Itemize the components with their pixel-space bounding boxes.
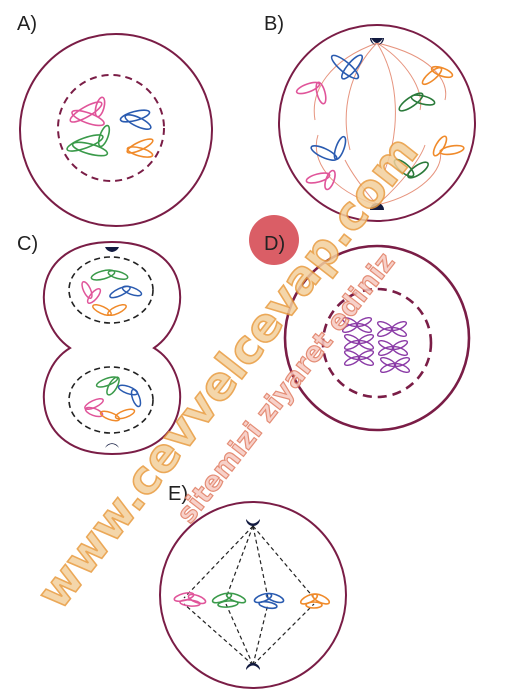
panel-b-label: B)	[264, 13, 284, 35]
panel-a-chromosome-orange	[126, 138, 154, 158]
panel-b-centrosome-top	[370, 38, 384, 45]
centrosome-icon	[370, 203, 384, 210]
panel-d-chromosome	[377, 339, 409, 357]
panel-b-chromosome-green-top	[398, 92, 436, 112]
panel-e-cell-membrane	[159, 501, 347, 689]
panel-d: D)	[249, 215, 471, 432]
panel-b-chromosome-pink-top	[295, 81, 327, 105]
panel-d-chromosome	[379, 356, 411, 374]
panel-c-top-chromosome-blue	[109, 285, 143, 299]
panel-a-label: A)	[17, 13, 37, 35]
panel-e-chromosome-green	[211, 592, 247, 608]
panel-a-nuclear-envelope	[57, 74, 165, 182]
panel-b-centrosome-bottom	[370, 203, 384, 210]
panel-c-nucleus-top	[68, 256, 154, 324]
panel-c-bottom-chromosome-green	[95, 376, 120, 396]
centrosome-icon	[246, 519, 260, 526]
panel-e-chromosome-pink	[173, 591, 207, 607]
panel-e: E)	[159, 483, 347, 689]
panel-d-highlight-dot	[249, 215, 299, 265]
panel-d-nuclear-envelope	[321, 287, 433, 399]
panel-c-top-chromosome-orange	[92, 303, 127, 317]
panel-d-chromosomes	[341, 316, 411, 374]
panel-b-cell-membrane	[278, 24, 476, 222]
panel-b-chromosome-orange-top	[421, 65, 454, 86]
panel-a: A)	[17, 13, 213, 227]
panel-a-chromosome-pink	[69, 96, 106, 127]
watermark-main-text: www.cevvelcevap.com	[26, 125, 428, 619]
panel-c-top-chromosome-green	[90, 269, 129, 281]
panel-b-chromosome-blue-top	[330, 54, 364, 80]
panel-b: B)	[264, 13, 476, 222]
centrosome-icon	[246, 663, 260, 670]
panel-a-cell-membrane	[19, 33, 213, 227]
panel-c-label: C)	[17, 233, 38, 255]
panel-c-bottom-chromosome-orange	[99, 408, 136, 422]
panel-b-chromosome-pink-bottom	[305, 169, 336, 191]
panel-d-chromosome	[376, 320, 408, 338]
panel-e-chromosome-blue	[253, 592, 285, 610]
panel-d-label: D)	[264, 233, 285, 255]
centrosome-icon	[370, 38, 384, 45]
panel-c: C)	[17, 233, 182, 456]
panel-c-dividing-cell-membrane	[42, 240, 182, 456]
panel-d-chromosome	[343, 349, 375, 367]
centrosome-icon	[105, 443, 119, 448]
panel-d-cell-membrane	[283, 244, 471, 432]
panel-c-top-chromosome-pink	[81, 280, 102, 305]
panel-a-chromosome-green	[66, 124, 111, 157]
panel-b-chromosome-blue-bottom	[310, 135, 347, 161]
panel-c-nucleus-bottom	[68, 366, 154, 434]
centrosome-icon	[105, 247, 119, 252]
panel-e-label: E)	[168, 483, 188, 505]
panel-d-chromosome	[341, 316, 373, 334]
panel-e-spindle-fibers	[183, 525, 315, 666]
panel-c-bottom-chromosome-blue	[117, 384, 142, 408]
panel-b-chromosome-green-bottom	[393, 158, 429, 179]
panel-e-chromosome-orange	[299, 593, 331, 609]
panel-b-chromosome-orange-bottom	[432, 135, 465, 157]
panel-d-chromosome	[343, 333, 375, 351]
watermark: www.cevvelcevap.com sitemizi ziyaret edi…	[25, 124, 429, 619]
panel-a-chromosome-blue	[119, 109, 152, 130]
